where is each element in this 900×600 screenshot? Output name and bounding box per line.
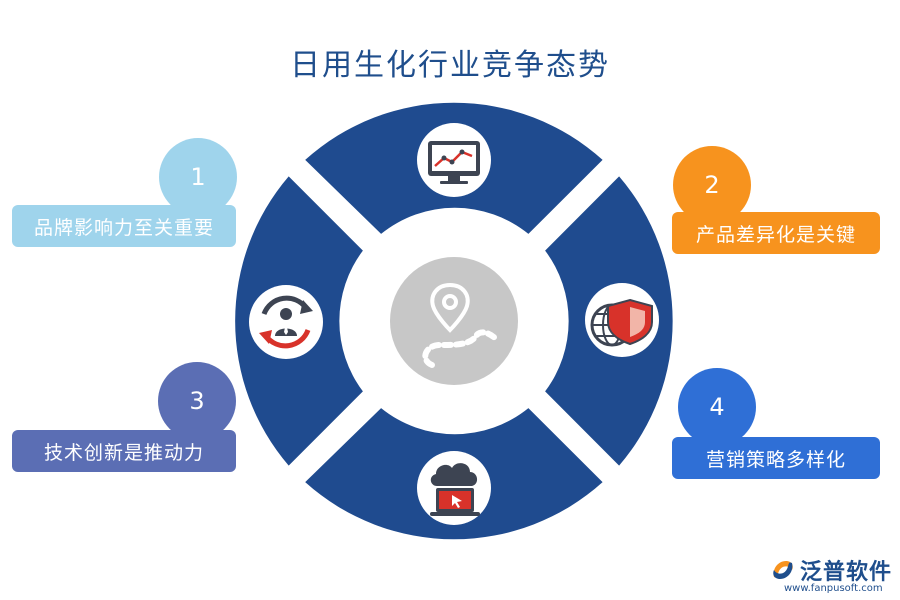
globe-shield-icon: [590, 298, 653, 347]
item-4-number: 4: [709, 393, 725, 421]
item-4-label: 营销策略多样化: [705, 448, 846, 471]
person-cycle-icon: [259, 295, 313, 349]
item-3-number: 3: [189, 387, 205, 415]
page-title: 日用生化行业竞争态势: [290, 48, 610, 83]
item-1-number: 1: [190, 163, 206, 191]
item-1-label: 品牌影响力至关重要: [33, 216, 214, 239]
item-2-label-box: 产品差异化是关键: [672, 212, 880, 254]
item-2-label: 产品差异化是关键: [695, 223, 856, 246]
cloud-laptop-icon: [430, 463, 480, 516]
item-3-label: 技术创新是推动力: [43, 441, 204, 464]
location-route-icon: [422, 282, 498, 368]
item-4-number-badge: 4: [678, 368, 756, 446]
center-circle: [390, 257, 518, 385]
item-3-label-box: 技术创新是推动力: [12, 430, 236, 472]
item-2-number: 2: [704, 171, 720, 199]
item-1-label-box: 品牌影响力至关重要: [12, 205, 236, 247]
item-1-number-badge: 1: [159, 138, 237, 216]
item-3-number-badge: 3: [158, 362, 236, 440]
fanpu-logo-icon: [773, 561, 793, 579]
monitor-chart-icon: [428, 141, 480, 184]
logo-text: 泛普软件: [800, 560, 893, 585]
brand-logo: 泛普软件: [770, 554, 892, 586]
item-2-number-badge: 2: [673, 146, 751, 224]
item-4-label-box: 营销策略多样化: [672, 437, 880, 479]
logo-url: www.fanpusoft.com: [784, 583, 883, 594]
